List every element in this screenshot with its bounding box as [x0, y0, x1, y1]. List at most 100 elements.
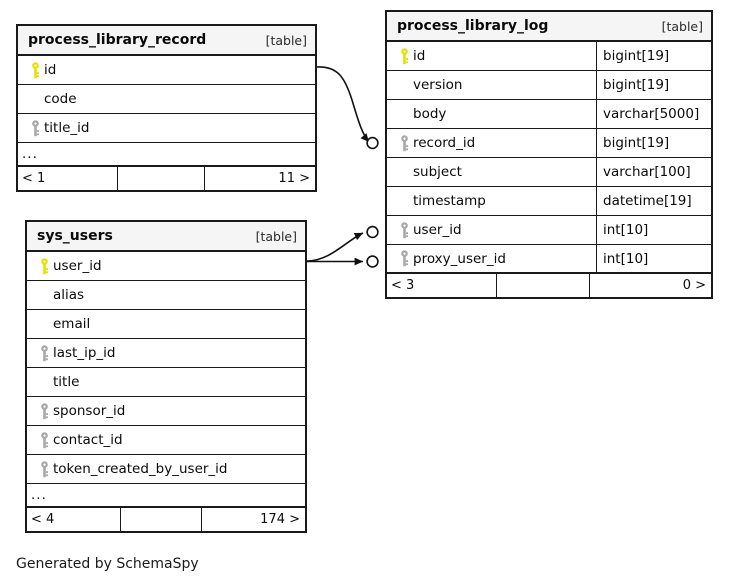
generated-by-caption: Generated by SchemaSpy — [16, 556, 199, 572]
entity-header: sys_users [table] — [27, 222, 305, 252]
column-name-cell: proxy_user_id — [387, 245, 596, 272]
entity-more-columns-indicator: ... — [27, 484, 305, 508]
entity-footer-parents[interactable]: < 4 — [31, 512, 55, 527]
entity-footer: < 3 0 > — [387, 274, 711, 297]
column-name-label: alias — [53, 287, 85, 303]
column-row[interactable]: contact_id — [27, 426, 305, 455]
column-type-label: varchar[5000] — [596, 100, 711, 128]
foreign-key-icon — [395, 221, 413, 239]
column-name-label: user_id — [53, 258, 102, 274]
foreign-key-icon — [26, 119, 44, 137]
entity-header: process_library_log [table] — [387, 12, 711, 42]
entity-header: process_library_record [table] — [18, 26, 315, 56]
column-name-cell: user_id — [27, 252, 305, 280]
entity-footer-children[interactable]: 11 > — [203, 167, 315, 190]
column-name-cell: code — [18, 85, 315, 113]
column-name-cell: email — [27, 310, 305, 338]
entity-columns: id code title_id — [18, 56, 315, 143]
column-row[interactable]: version bigint[19] — [387, 71, 711, 100]
entity-footer: < 4 174 > — [27, 508, 305, 531]
column-row[interactable]: code — [18, 85, 315, 114]
entity-footer-middle — [117, 167, 203, 190]
foreign-key-icon — [395, 134, 413, 152]
column-name-cell: title — [27, 368, 305, 396]
column-name-cell: sponsor_id — [27, 397, 305, 425]
column-name-label: sponsor_id — [53, 403, 126, 419]
column-name-label: proxy_user_id — [413, 250, 506, 267]
column-row[interactable]: email — [27, 310, 305, 339]
column-name-label: timestamp — [413, 193, 486, 209]
column-name-cell: title_id — [18, 114, 315, 142]
column-name-label: code — [44, 91, 77, 107]
column-name-label: subject — [413, 164, 462, 180]
column-type-label: bigint[19] — [596, 71, 711, 99]
column-type-label: int[10] — [596, 216, 711, 244]
column-row[interactable]: title — [27, 368, 305, 397]
column-name-label: record_id — [413, 135, 476, 151]
edge-users-user-id-to-log-user-id — [306, 225, 379, 262]
entity-type-tag: [table] — [255, 228, 297, 244]
column-row[interactable]: proxy_user_id int[10] — [387, 245, 711, 274]
entity-footer-children[interactable]: 174 > — [200, 508, 305, 531]
entity-footer-middle — [120, 508, 201, 531]
column-type-label: bigint[19] — [596, 129, 711, 157]
entity-type-tag: [table] — [265, 32, 307, 48]
column-type-label: varchar[100] — [596, 158, 711, 186]
entity-type-tag: [table] — [661, 18, 703, 34]
edge-users-user-id-to-log-proxy-user-id — [307, 255, 379, 268]
foreign-key-icon — [35, 402, 53, 420]
entity-title: process_library_record — [28, 32, 207, 48]
entity-footer: < 1 11 > — [18, 167, 315, 190]
column-name-cell: last_ip_id — [27, 339, 305, 367]
column-name-label: id — [44, 62, 57, 78]
column-name-cell: user_id — [387, 216, 596, 244]
edge-record-id-to-log-record-id — [316, 66, 379, 150]
column-name-cell: id — [387, 42, 596, 70]
primary-key-icon — [35, 257, 53, 275]
column-row[interactable]: body varchar[5000] — [387, 100, 711, 129]
column-type-label: int[10] — [596, 245, 711, 272]
entity-title: sys_users — [37, 228, 113, 244]
column-row[interactable]: last_ip_id — [27, 339, 305, 368]
entity-footer-children[interactable]: 0 > — [589, 274, 711, 297]
foreign-key-icon — [35, 460, 53, 478]
column-name-label: title — [53, 374, 80, 390]
column-name-label: token_created_by_user_id — [53, 461, 228, 477]
column-name-cell: version — [387, 71, 596, 99]
column-name-cell: record_id — [387, 129, 596, 157]
column-row[interactable]: id — [18, 56, 315, 85]
column-row[interactable]: subject varchar[100] — [387, 158, 711, 187]
column-row[interactable]: sponsor_id — [27, 397, 305, 426]
column-name-label: id — [413, 48, 426, 64]
foreign-key-icon — [35, 344, 53, 362]
entity-title: process_library_log — [397, 18, 549, 34]
column-name-cell: timestamp — [387, 187, 596, 215]
entity-more-columns-indicator: ... — [18, 143, 315, 167]
column-name-cell: alias — [27, 281, 305, 309]
column-name-label: user_id — [413, 222, 462, 238]
column-name-label: version — [413, 77, 463, 93]
primary-key-icon — [26, 61, 44, 79]
column-name-label: title_id — [44, 120, 90, 136]
entity-table-process-library-record[interactable]: process_library_record [table] id code tit… — [16, 24, 317, 192]
column-row[interactable]: user_id — [27, 252, 305, 281]
column-name-label: body — [413, 106, 447, 122]
entity-footer-parents[interactable]: < 3 — [391, 278, 415, 293]
column-row[interactable]: record_id bigint[19] — [387, 129, 711, 158]
column-row[interactable]: title_id — [18, 114, 315, 143]
entity-footer-parents[interactable]: < 1 — [22, 171, 46, 186]
column-row[interactable]: alias — [27, 281, 305, 310]
column-name-cell: id — [18, 56, 315, 84]
column-row[interactable]: token_created_by_user_id — [27, 455, 305, 484]
column-name-cell: contact_id — [27, 426, 305, 454]
column-row[interactable]: user_id int[10] — [387, 216, 711, 245]
column-name-cell: body — [387, 100, 596, 128]
foreign-key-icon — [35, 431, 53, 449]
